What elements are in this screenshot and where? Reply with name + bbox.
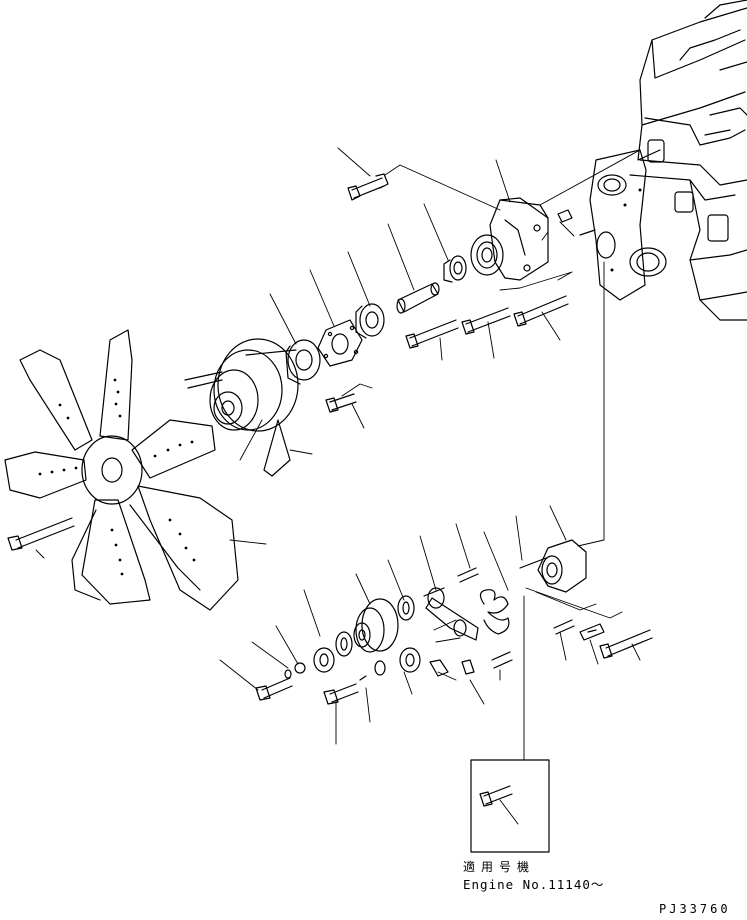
belt-tensioner-assembly <box>255 539 653 705</box>
assembly-connector-lines <box>341 149 641 761</box>
bolts-upper <box>325 295 569 413</box>
fan-blade-holes <box>38 378 196 576</box>
leader-lines <box>35 147 641 825</box>
inset-box <box>470 759 550 853</box>
fan-bracket-assembly <box>470 197 573 281</box>
engine-block <box>579 0 747 321</box>
engine-number-range: Engine No.11140～ <box>463 877 605 892</box>
fan-bolt <box>7 517 75 551</box>
applicability-note-jp: 適用号機 <box>463 860 536 874</box>
fan-pulley <box>184 338 299 477</box>
cooling-fan <box>4 329 239 611</box>
cap-screw-top <box>347 173 389 201</box>
bearing-parts <box>285 255 467 385</box>
drawing-number: PJ33760 <box>659 902 731 916</box>
